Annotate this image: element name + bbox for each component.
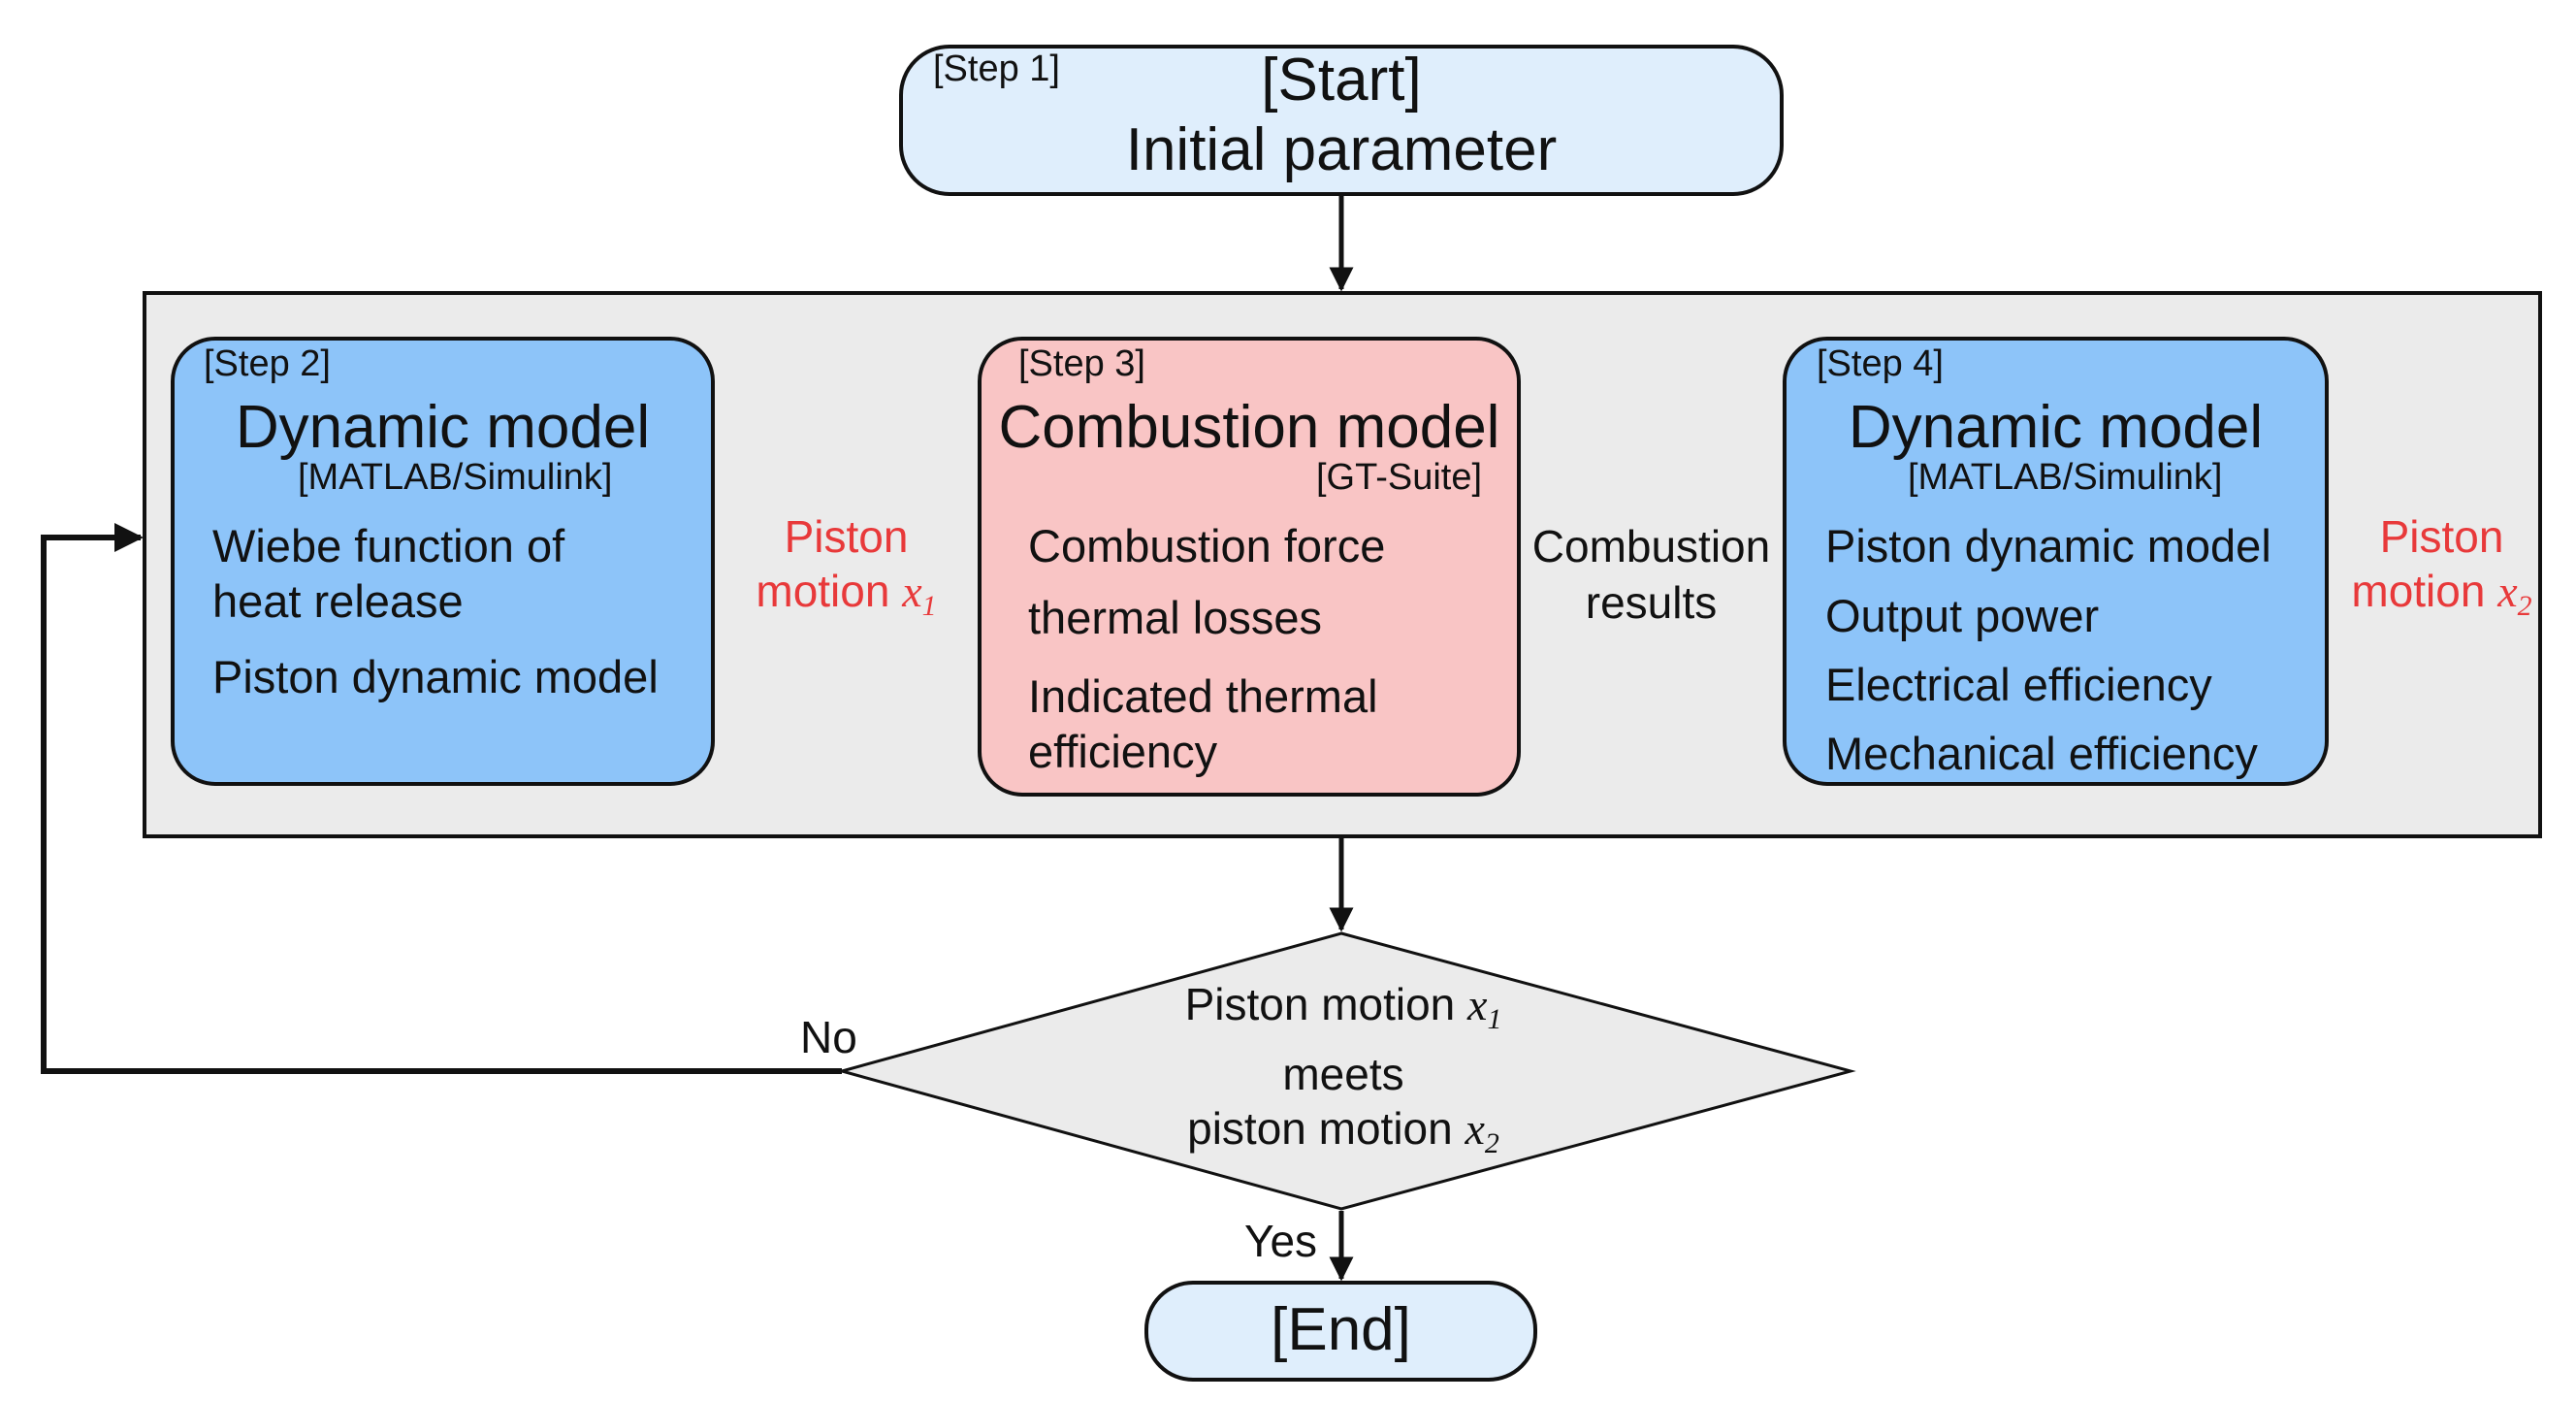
step2-tool: [MATLAB/Simulink]	[298, 457, 613, 498]
edge-label-piston-2-line2: motion x2	[2351, 566, 2532, 622]
step2-item-0: Wiebe function of	[212, 520, 565, 571]
step4-item-2: Electrical efficiency	[1825, 659, 2212, 710]
step4-step-tag: [Step 4]	[1817, 343, 1944, 384]
step2-item-2: Piston dynamic model	[212, 651, 659, 702]
step3-item-2: Indicated thermal	[1028, 670, 1378, 722]
step4-item-1: Output power	[1825, 590, 2100, 641]
edge-label-piston-2-line1: Piston	[2379, 511, 2504, 562]
edge-label-combustion-line1: Combustion	[1531, 521, 1771, 571]
end-node	[1144, 1281, 1537, 1382]
arrow-no-feedback-loop	[41, 523, 842, 1074]
step4-title: Dynamic model	[1848, 394, 2264, 461]
decision-line1: Piston motion x1	[1184, 979, 1502, 1035]
edge-label-combustion-line2: results	[1585, 577, 1718, 628]
start-node	[899, 45, 1784, 196]
start-subtitle: Initial parameter	[1125, 116, 1558, 183]
step4-tool: [MATLAB/Simulink]	[1908, 457, 2223, 498]
step3-item-3: efficiency	[1028, 726, 1218, 777]
step4-item-0: Piston dynamic model	[1825, 520, 2271, 571]
step2-title: Dynamic model	[235, 394, 651, 461]
edge-label-piston-1-line1: Piston	[784, 511, 909, 562]
step2-item-1: heat release	[212, 575, 464, 627]
step4-node	[1783, 337, 2329, 786]
step3-tool: [GT-Suite]	[1316, 457, 1483, 498]
step3-title: Combustion model	[998, 394, 1500, 461]
step4-item-3: Mechanical efficiency	[1825, 728, 2258, 779]
decision-line3: piston motion x2	[1187, 1103, 1499, 1159]
step3-node	[978, 337, 1521, 797]
start-step-tag: [Step 1]	[933, 49, 1060, 89]
decision-diamond	[836, 931, 1856, 1211]
step2-node	[171, 337, 715, 786]
edge-label-no: No	[800, 1012, 857, 1062]
end-title: [End]	[1271, 1296, 1411, 1363]
step3-item-0: Combustion force	[1028, 520, 1386, 571]
step3-step-tag: [Step 3]	[1018, 343, 1145, 384]
step3-item-1: thermal losses	[1028, 592, 1322, 643]
decision-line2: meets	[1282, 1049, 1404, 1099]
edge-label-yes: Yes	[1244, 1216, 1318, 1266]
start-title: [Start]	[1261, 47, 1422, 114]
step2-step-tag: [Step 2]	[204, 343, 331, 384]
edge-label-piston-1-line2: motion x1	[756, 566, 937, 622]
